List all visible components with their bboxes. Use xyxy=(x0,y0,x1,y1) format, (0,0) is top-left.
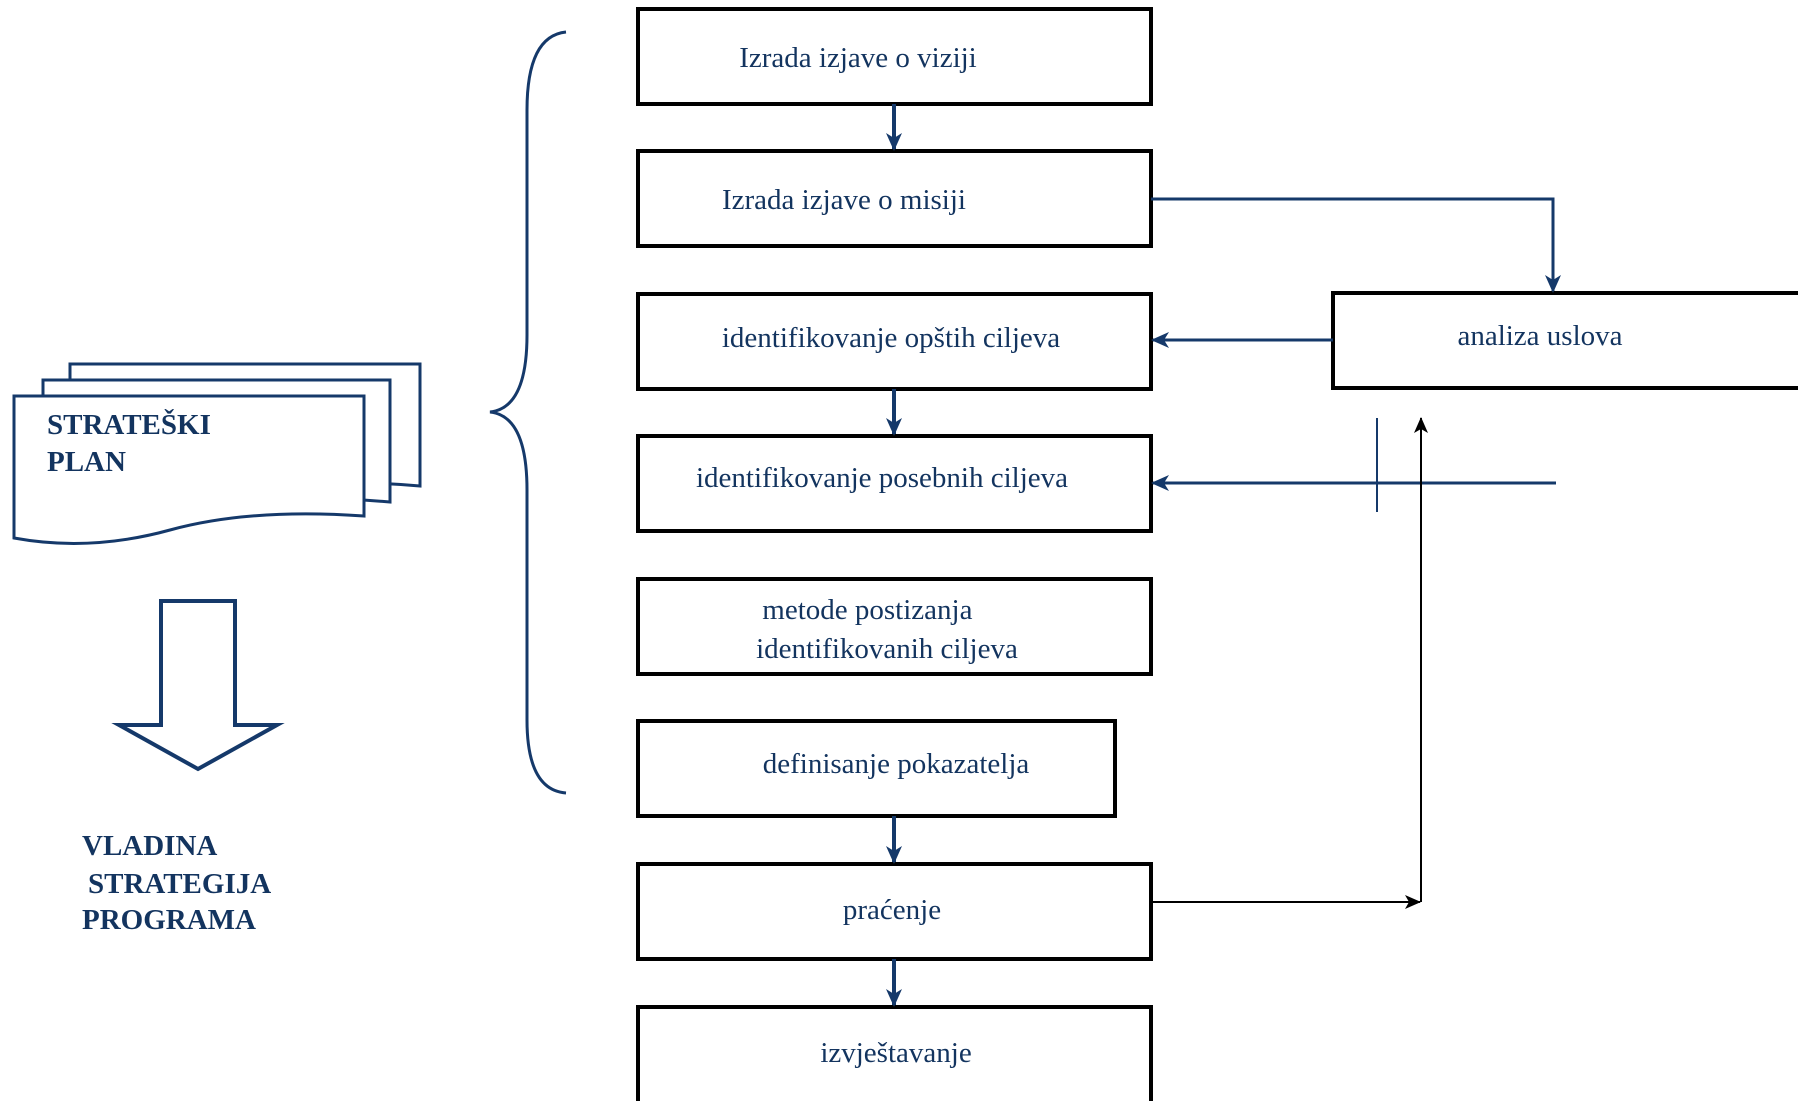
government-strategy-line-1: VLADINA xyxy=(82,830,217,862)
government-strategy-label: VLADINA STRATEGIJA PROGRAMA xyxy=(82,830,277,936)
svg-text:analiza uslova: analiza uslova xyxy=(1457,320,1622,352)
svg-text:Izrada izjave o viziji: Izrada izjave o viziji xyxy=(739,42,977,74)
step-reporting-label: izvještavanje xyxy=(820,1037,971,1069)
government-strategy-line-3: PROGRAMA xyxy=(82,904,256,936)
step-box-indicators: definisanje pokazatelja xyxy=(636,719,1117,818)
step-indicators-label: definisanje pokazatelja xyxy=(763,748,1030,780)
big-down-arrow-icon xyxy=(111,599,285,772)
step-box-reporting: izvještavanje xyxy=(636,1005,1153,1101)
strategic-plan-line-1: STRATEŠKI xyxy=(47,408,211,441)
strategic-plan-label: STRATEŠKI PLAN xyxy=(47,408,218,478)
step-box-specific-goals: identifikovanje posebnih ciljeva xyxy=(636,434,1153,533)
step-specific-goals-label: identifikovanje posebnih ciljeva xyxy=(696,462,1068,494)
step-mission-label: Izrada izjave o misiji xyxy=(722,184,966,216)
document-front-sheet xyxy=(12,394,366,545)
step-methods-label-line-2: identifikovanih ciljeva xyxy=(756,633,1018,665)
step-vision-label: Izrada izjave o viziji xyxy=(739,42,977,74)
arrow-mission-to-analysis xyxy=(1151,197,1561,293)
svg-text:Izrada izjave o misiji: Izrada izjave o misiji xyxy=(722,184,966,216)
svg-text:identifikovanje opštih ciljeva: identifikovanje opštih ciljeva xyxy=(722,322,1060,354)
step-monitoring-label: praćenje xyxy=(843,894,941,926)
analysis-label: analiza uslova xyxy=(1457,320,1622,352)
curly-brace xyxy=(489,30,567,795)
svg-text:identifikovanje posebnih cilje: identifikovanje posebnih ciljeva xyxy=(696,462,1068,494)
step-box-methods: metode postizanja identifikovanih ciljev… xyxy=(636,577,1153,676)
step-box-vision: Izrada izjave o viziji xyxy=(636,7,1153,106)
step-box-general-goals: identifikovanje opštih ciljeva xyxy=(636,292,1153,391)
step-box-mission: Izrada izjave o misiji xyxy=(636,149,1153,248)
strategic-plan-line-2: PLAN xyxy=(47,446,126,478)
government-strategy-line-2: STRATEGIJA xyxy=(88,868,271,900)
step-methods-label-line-1: metode postizanja xyxy=(762,594,972,626)
step-general-goals-label: identifikovanje opštih ciljeva xyxy=(722,322,1060,354)
svg-text:praćenje: praćenje xyxy=(843,894,941,926)
svg-text:definisanje pokazatelja: definisanje pokazatelja xyxy=(763,748,1030,780)
svg-text:metode postizanja identi: metode postizanja identifikovanih ciljev… xyxy=(756,594,1018,665)
svg-text:izvještavanje: izvještavanje xyxy=(820,1037,971,1069)
analysis-box: analiza uslova xyxy=(1331,291,1798,390)
strategic-plan-document-stack: STRATEŠKI PLAN xyxy=(12,362,422,545)
step-box-monitoring: praćenje xyxy=(636,862,1153,961)
